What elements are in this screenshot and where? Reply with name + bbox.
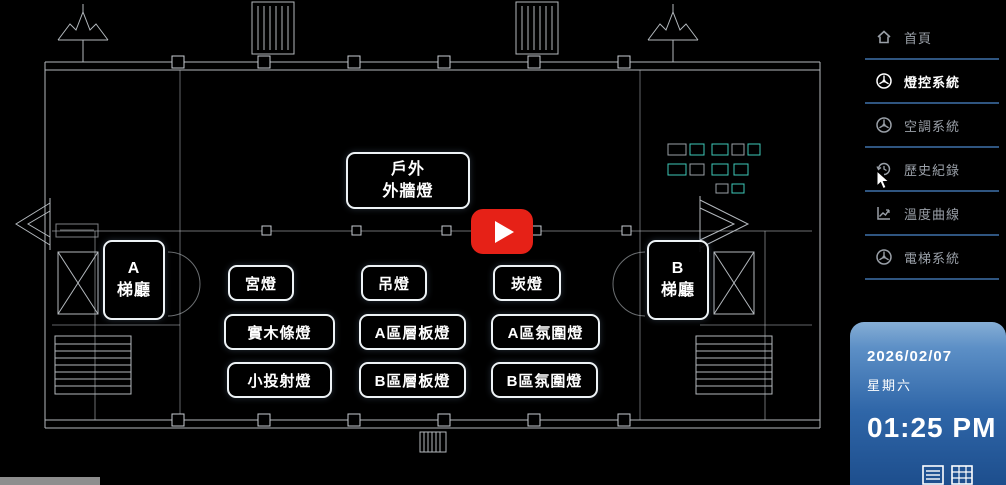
hall-a-button[interactable]: A 梯廳 xyxy=(103,240,165,320)
clock-weekday: 星期六 xyxy=(867,378,913,393)
sidebar-item-lighting[interactable]: 燈控系統 xyxy=(865,60,999,104)
light-button-b-ambient[interactable]: B區氛圍燈 xyxy=(491,362,598,398)
sidebar-item-temperature[interactable]: 溫度曲線 xyxy=(865,192,999,236)
light-button-recessed[interactable]: 崁燈 xyxy=(493,265,561,301)
fan-icon xyxy=(876,249,892,265)
light-button-a-shelf[interactable]: A區層板燈 xyxy=(359,314,466,350)
sidebar-item-history[interactable]: 歷史紀錄 xyxy=(865,148,999,192)
play-icon xyxy=(494,220,514,243)
light-button-small-spot[interactable]: 小投射燈 xyxy=(227,362,332,398)
home-icon xyxy=(877,30,891,44)
sidebar-item-hvac[interactable]: 空調系統 xyxy=(865,104,999,148)
fan-icon xyxy=(876,117,892,133)
sidebar-menu: 首頁 燈控系統 空調系統 xyxy=(858,16,1006,280)
light-button-a-ambient[interactable]: A區氛圍燈 xyxy=(491,314,600,350)
light-button-b-shelf[interactable]: B區層板燈 xyxy=(359,362,466,398)
hall-a-line1: A xyxy=(127,260,141,278)
sidebar-item-label: 電梯系統 xyxy=(904,250,961,266)
grid-icon xyxy=(951,465,973,485)
history-icon xyxy=(876,162,891,176)
sidebar-item-home[interactable]: 首頁 xyxy=(865,16,999,60)
hall-b-line2: 梯廳 xyxy=(660,282,695,299)
outdoor-wall-light-line2: 外牆燈 xyxy=(382,182,434,200)
sidebar-item-label: 溫度曲線 xyxy=(904,206,961,222)
sidebar-item-label: 首頁 xyxy=(904,30,933,46)
light-button-wood-strip[interactable]: 實木條燈 xyxy=(224,314,335,350)
sidebar-item-label: 歷史紀錄 xyxy=(904,162,961,178)
hall-b-button[interactable]: B 梯廳 xyxy=(647,240,709,320)
light-button-gong[interactable]: 宮燈 xyxy=(228,265,294,301)
outdoor-wall-light-line1: 戶外 xyxy=(390,160,425,178)
light-button-chandelier[interactable]: 吊燈 xyxy=(361,265,427,301)
sidebar-item-elevator[interactable]: 電梯系統 xyxy=(865,236,999,280)
hall-b-line1: B xyxy=(671,260,685,278)
sidebar-item-label: 燈控系統 xyxy=(904,74,961,90)
chart-icon xyxy=(877,207,890,220)
clock-date: 2026/02/07 xyxy=(867,348,953,365)
fan-icon xyxy=(876,73,892,89)
clock-time: 01:25 PM xyxy=(867,412,997,443)
list-icon xyxy=(922,465,944,485)
video-progress-bar[interactable] xyxy=(0,477,100,485)
hall-a-line2: 梯廳 xyxy=(116,282,151,299)
clock-card: 2026/02/07 星期六 01:25 PM xyxy=(850,322,1006,485)
outdoor-wall-light-button[interactable]: 戶外 外牆燈 xyxy=(346,152,470,209)
video-play-button[interactable] xyxy=(471,209,533,254)
sidebar-item-label: 空調系統 xyxy=(904,118,961,134)
